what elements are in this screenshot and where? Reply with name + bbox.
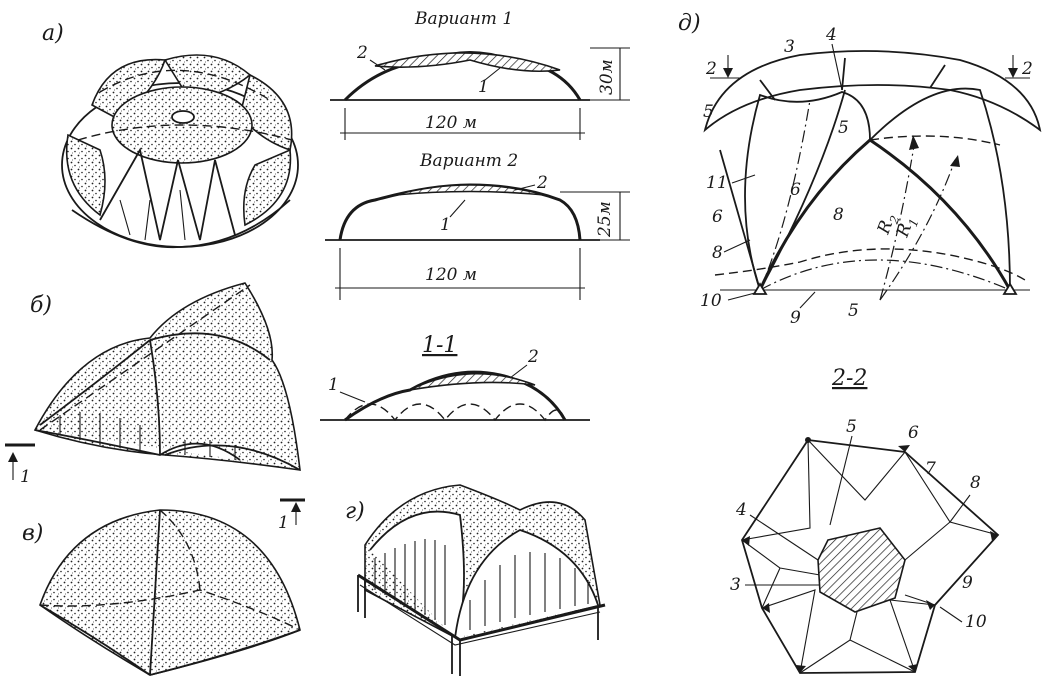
callout-8-plan: 8 — [970, 473, 981, 493]
callout-3-plan: 3 — [730, 575, 741, 595]
section-1-1: 1-1 1 2 — [320, 333, 590, 422]
callout-10-plan: 10 — [965, 612, 987, 632]
figure-a-round-dome: а) — [42, 21, 299, 249]
callout-2-s11: 2 — [527, 347, 539, 367]
figure-v-square-dome: в) — [22, 509, 301, 676]
callout-1-v2: 1 — [440, 215, 451, 235]
callout-5-d-left: 5 — [703, 102, 714, 122]
callout-6-plan: 6 — [908, 423, 919, 443]
callout-5-d-bottom: 5 — [848, 301, 859, 321]
variant-2-span: 120 м — [425, 265, 477, 285]
label-b: б) — [30, 293, 52, 318]
variant-1-title: Вариант 1 — [414, 9, 513, 29]
callout-2-v2: 2 — [536, 173, 548, 193]
callout-9-d: 9 — [790, 308, 801, 328]
section-1-1-title: 1-1 — [422, 333, 457, 358]
variant-2-title: Вариант 2 — [419, 151, 518, 171]
variant-1-section: Вариант 1 120 м 30м 2 1 — [330, 9, 630, 140]
callout-11-d: 11 — [706, 173, 728, 193]
callout-7-plan: 7 — [925, 459, 936, 479]
callout-2-v1: 2 — [356, 43, 368, 63]
callout-6-d: 6 — [712, 207, 723, 227]
callout-10-d: 10 — [700, 291, 722, 311]
callout-4-plan: 4 — [735, 500, 747, 520]
section-mark-2-left: 2 — [705, 59, 717, 79]
callout-8-d-left: 8 — [712, 243, 723, 263]
callout-9-plan: 9 — [962, 573, 973, 593]
figure-d-shell: д) 2 2 3 4 5 5 5 11 — [678, 11, 1042, 328]
figure-b-shell: б) 1 1 — [5, 282, 305, 533]
variant-2-section: Вариант 2 120 м 25м 2 1 — [325, 151, 630, 300]
label-v: в) — [22, 521, 43, 546]
callout-5-plan: 5 — [846, 417, 857, 437]
callout-1-v1: 1 — [478, 77, 489, 97]
label-a: а) — [42, 21, 64, 46]
section-mark-1-right: 1 — [278, 513, 289, 533]
section-2-2-title: 2-2 — [831, 366, 867, 391]
figure-g-canopy: г) — [345, 484, 606, 676]
callout-5-d-mid: 5 — [838, 118, 849, 138]
variant-1-span: 120 м — [425, 113, 477, 133]
callout-3-d: 3 — [784, 37, 795, 57]
callout-8-d: 8 — [833, 205, 844, 225]
section-mark-1-left: 1 — [20, 467, 31, 487]
section-2-2-plan: 2-2 5 6 7 8 4 3 9 10 — [730, 366, 1000, 674]
section-mark-2-right: 2 — [1021, 59, 1033, 79]
callout-1-s11: 1 — [328, 375, 339, 395]
variant-2-height: 25м — [595, 201, 615, 238]
callout-4-d: 4 — [825, 25, 837, 45]
variant-1-height: 30м — [597, 59, 617, 95]
callout-6-d-face: 6 — [790, 180, 801, 200]
label-g: г) — [345, 499, 365, 524]
label-d: д) — [678, 11, 701, 36]
radius-r1: R1 — [893, 214, 922, 242]
